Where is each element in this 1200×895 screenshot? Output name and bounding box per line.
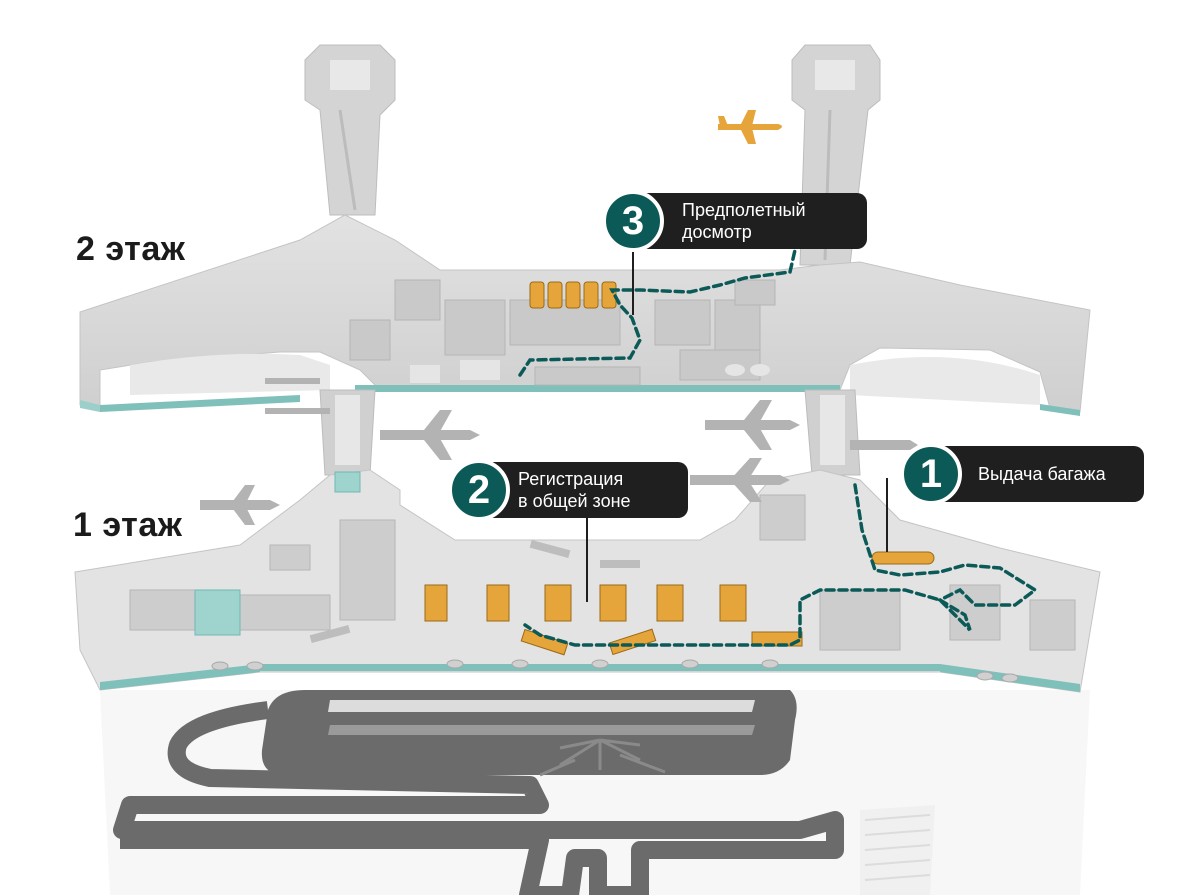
callout-leaders [586, 250, 888, 602]
callout-baggage: 1 Выдача багажа [900, 443, 1144, 505]
floor-2-plan [79, 214, 1091, 416]
runway-system [113, 690, 844, 895]
callout-label-security: Предполетный досмотр [682, 200, 806, 242]
callout-number-3: 3 [602, 190, 664, 252]
connector-towers [319, 389, 861, 476]
floor-1-label: 1 этаж [73, 506, 183, 544]
checkin-counters [424, 584, 803, 656]
baggage-belt [871, 551, 935, 565]
callout-checkin: 2 Регистрация в общей зоне [448, 459, 688, 521]
callout-number-1: 1 [900, 443, 962, 505]
security-checkpoints [529, 281, 617, 309]
floor-2-label: 2 этаж [76, 230, 186, 268]
callout-security: 3 Предполетный досмотр [602, 190, 867, 252]
callout-number-2: 2 [448, 459, 510, 521]
parked-aircraft [200, 378, 918, 525]
escalators [309, 539, 640, 644]
callout-label-checkin: Регистрация в общей зоне [518, 469, 631, 511]
passenger-route [518, 248, 1039, 647]
callout-label-baggage: Выдача багажа [978, 464, 1106, 484]
airplane-icon [718, 110, 782, 144]
